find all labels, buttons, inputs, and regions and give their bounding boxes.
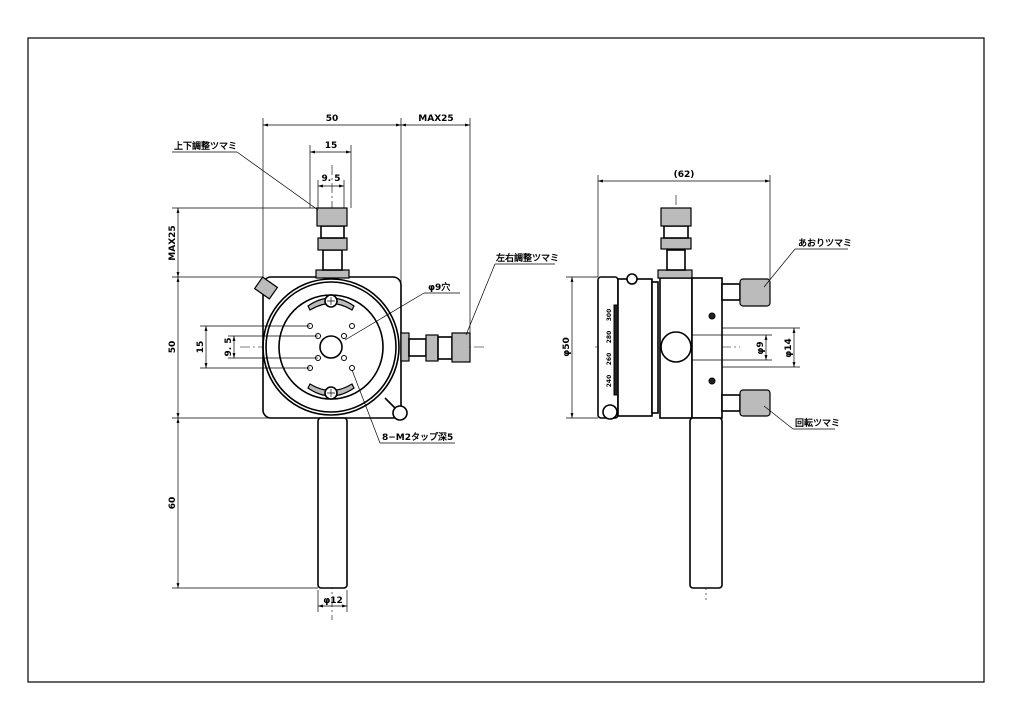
label-rotation-knob: 回転ツマミ	[795, 417, 840, 429]
dim-v-pitch-15: 15	[196, 341, 206, 354]
side-leaders: あおりツマミ 回転ツマミ	[763, 238, 852, 430]
label-tilt-knob: あおりツマミ	[798, 238, 852, 249]
label-vertical-knob: 上下調整ツマミ	[174, 140, 237, 152]
dim-knob-max-h: MAX25	[418, 114, 453, 124]
lock-slots	[307, 294, 355, 400]
clamp-screws	[253, 276, 408, 421]
scale-mark: 260	[606, 353, 613, 366]
label-tapped-holes: 8−M2タップ深5	[382, 431, 453, 443]
dim-bore-9: φ9	[756, 341, 766, 354]
dim-pitch-9-5: 9. 5	[321, 174, 340, 184]
label-center-hole: φ9穴	[428, 281, 450, 293]
side-view: 300 280 260 240 (62)	[562, 170, 852, 600]
front-view: 50 MAX25 15 9. 5 MAX25 50 60 15 9. 5	[168, 114, 559, 620]
side-dimensions: (62) φ50 φ9 φ14	[562, 170, 800, 419]
side-top-knob	[657, 207, 693, 279]
scale-mark: 240	[606, 375, 613, 388]
dim-knob-max-v: MAX25	[168, 225, 178, 260]
tilt-knob	[721, 278, 771, 307]
dim-v-pitch-9-5: 9. 5	[224, 337, 234, 356]
post-rod	[317, 417, 348, 589]
dim-rod-length: 60	[168, 497, 178, 510]
horizontal-adjust-knob	[400, 332, 471, 363]
dim-rod-dia: φ12	[323, 596, 343, 606]
rotation-knob	[721, 389, 771, 417]
dim-bore-14: φ14	[784, 338, 794, 358]
dim-overall-width: (62)	[674, 170, 695, 180]
front-leaders: 上下調整ツマミ 左右調整ツマミ φ9穴 8−M2タップ深5	[172, 140, 559, 444]
dim-disk-dia: φ50	[562, 337, 572, 357]
side-post-rod	[689, 417, 723, 589]
dim-width: 50	[326, 114, 339, 124]
label-horizontal-knob: 左右調整ツマミ	[495, 252, 559, 264]
scale-mark: 280	[606, 331, 613, 344]
vertical-adjust-knob	[315, 207, 350, 279]
rotation-ring	[262, 278, 400, 416]
front-dimensions: 50 MAX25 15 9. 5 MAX25 50 60 15 9. 5	[168, 114, 471, 612]
drawing-frame	[27, 37, 985, 683]
dim-pitch-15: 15	[325, 141, 338, 151]
center-hole	[319, 335, 343, 359]
scale-mark: 300	[606, 309, 613, 322]
dim-height: 50	[168, 341, 178, 354]
angle-scale: 300 280 260 240	[606, 304, 619, 396]
